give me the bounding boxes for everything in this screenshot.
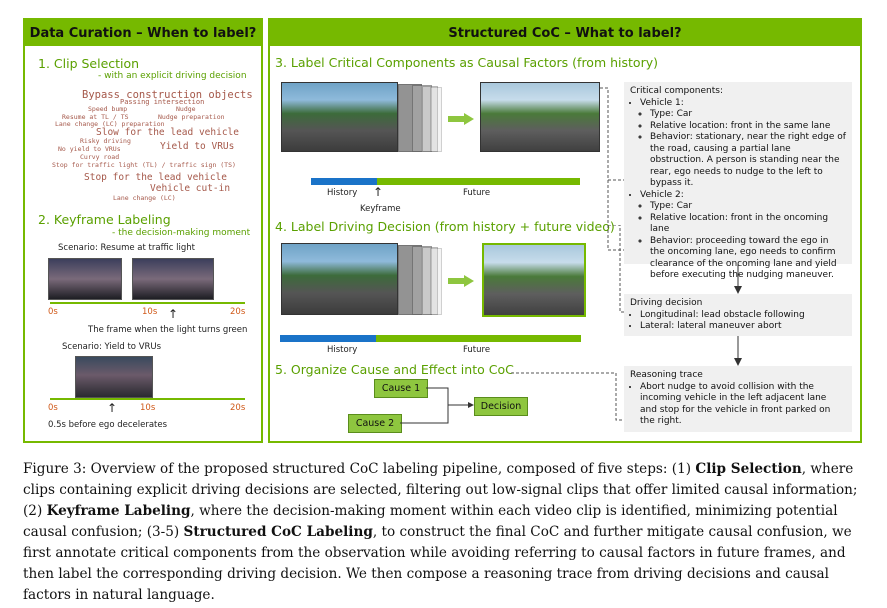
vehicle1-behavior: Behavior: stationary, near the right edg… xyxy=(650,132,846,190)
cloud-item: Lane change (LC) xyxy=(113,194,176,202)
step4-history-frame xyxy=(281,243,398,315)
step3-keyframe-label: Keyframe xyxy=(360,204,401,214)
cloud-item: Nudge xyxy=(176,105,196,113)
step3-future-frame xyxy=(480,82,600,152)
reasoning-trace-text: Abort nudge to avoid collision with the … xyxy=(640,382,846,428)
scenario2-tick: 10s xyxy=(140,403,155,413)
cause2-box: Cause 2 xyxy=(348,414,402,433)
step4-arrow-icon xyxy=(448,272,474,284)
dashed-connector-step5 xyxy=(506,370,626,430)
keyframe-labeling-title: 2. Keyframe Labeling xyxy=(38,212,171,227)
caption-bold: Structured CoC Labeling xyxy=(184,524,373,540)
caption-bold: Keyframe Labeling xyxy=(47,503,191,519)
flow-arrow-icon xyxy=(733,336,743,366)
step4-history-bar xyxy=(280,335,376,342)
cloud-item: Speed bump xyxy=(88,105,127,113)
vehicle1-heading: Vehicle 1: xyxy=(640,98,684,108)
cloud-item: Stop for traffic light (TL) / traffic si… xyxy=(52,161,236,169)
driving-decision-heading: Driving decision xyxy=(630,298,846,310)
caption-text: Figure 3: Overview of the proposed struc… xyxy=(23,461,695,477)
scenario2-label: Scenario: Yield to VRUs xyxy=(62,342,161,352)
step3-keyframe-arrow: ↑ xyxy=(373,186,383,198)
step4-future-frame xyxy=(482,243,586,317)
cloud-item: Curvy road xyxy=(80,153,119,161)
scenario2-note: 0.5s before ego decelerates xyxy=(48,420,167,430)
clip-selection-title: 1. Clip Selection xyxy=(38,56,139,71)
scenario2-keyframe-arrow: ↑ xyxy=(107,402,117,414)
scenario2-tick: 0s xyxy=(48,403,58,413)
scenario1-frame-start xyxy=(48,258,122,300)
vehicle2-location: Relative location: front in the oncoming… xyxy=(650,213,846,236)
step3-faded-frame xyxy=(430,87,442,152)
keyframe-labeling-subtitle: - the decision-making moment xyxy=(112,228,250,238)
cloud-item: Yield to VRUs xyxy=(160,141,234,152)
step4-future-label: Future xyxy=(463,345,490,355)
vehicle1-location: Relative location: front in the same lan… xyxy=(650,121,846,133)
scenario1-note: The frame when the light turns green xyxy=(88,325,247,335)
cloud-item: Risky driving xyxy=(80,137,131,145)
vehicle2-type: Type: Car xyxy=(650,201,846,213)
cloud-item: Nudge preparation xyxy=(158,113,225,121)
step5-title: 5. Organize Cause and Effect into CoC xyxy=(275,362,514,377)
vehicle2-heading: Vehicle 2: xyxy=(640,190,684,200)
cause-effect-connectors xyxy=(400,385,480,430)
scenario1-label: Scenario: Resume at traffic light xyxy=(58,243,195,253)
cloud-item: Stop for the lead vehicle xyxy=(84,172,227,183)
structured-coc-title: Structured CoC – What to label? xyxy=(270,20,860,46)
cloud-item: Vehicle cut-in xyxy=(150,183,230,194)
caption-bold: Clip Selection xyxy=(695,461,801,477)
step3-future-bar xyxy=(377,178,580,185)
step3-title: 3. Label Critical Components as Causal F… xyxy=(275,55,658,70)
step3-history-bar xyxy=(311,178,377,185)
vehicle2-behavior: Behavior: proceeding toward the ego in t… xyxy=(650,236,846,282)
scenario1-tick: 10s xyxy=(142,307,157,317)
clip-selection-subtitle: - with an explicit driving decision xyxy=(98,71,247,81)
critical-components-box: Critical components: Vehicle 1: Type: Ca… xyxy=(624,82,852,264)
step4-future-bar xyxy=(376,335,581,342)
flow-arrow-icon xyxy=(733,264,743,294)
reasoning-trace-box: Reasoning trace Abort nudge to avoid col… xyxy=(624,366,852,432)
scenario1-timeline xyxy=(50,302,245,304)
scenario2-timeline xyxy=(50,398,245,400)
scenario2-frame xyxy=(75,356,153,398)
step3-history-label: History xyxy=(327,188,357,198)
scenario1-keyframe-arrow: ↑ xyxy=(168,308,178,320)
step4-title: 4. Label Driving Decision (from history … xyxy=(275,219,615,234)
longitudinal-decision: Longitudinal: lead obstacle following xyxy=(640,310,846,322)
data-curation-title: Data Curation – When to label? xyxy=(25,20,261,46)
scenario1-tick: 0s xyxy=(48,307,58,317)
reasoning-trace-heading: Reasoning trace xyxy=(630,370,846,382)
cloud-item: No yield to VRUs xyxy=(58,145,121,153)
scenario1-tick: 20s xyxy=(230,307,245,317)
driving-decision-box: Driving decision Longitudinal: lead obst… xyxy=(624,294,852,336)
scenario1-frame-keyframe xyxy=(132,258,214,300)
lateral-decision: Lateral: lateral maneuver abort xyxy=(640,321,846,333)
dashed-connector-step4 xyxy=(580,225,624,325)
step3-arrow-icon xyxy=(448,110,474,122)
step3-future-label: Future xyxy=(463,188,490,198)
step4-faded-frame xyxy=(430,248,442,315)
step3-history-frame xyxy=(281,82,398,152)
step4-history-label: History xyxy=(327,345,357,355)
scenario2-tick: 20s xyxy=(230,403,245,413)
vehicle1-type: Type: Car xyxy=(650,109,846,121)
critical-components-heading: Critical components: xyxy=(630,86,846,98)
figure-caption: Figure 3: Overview of the proposed struc… xyxy=(23,459,868,606)
